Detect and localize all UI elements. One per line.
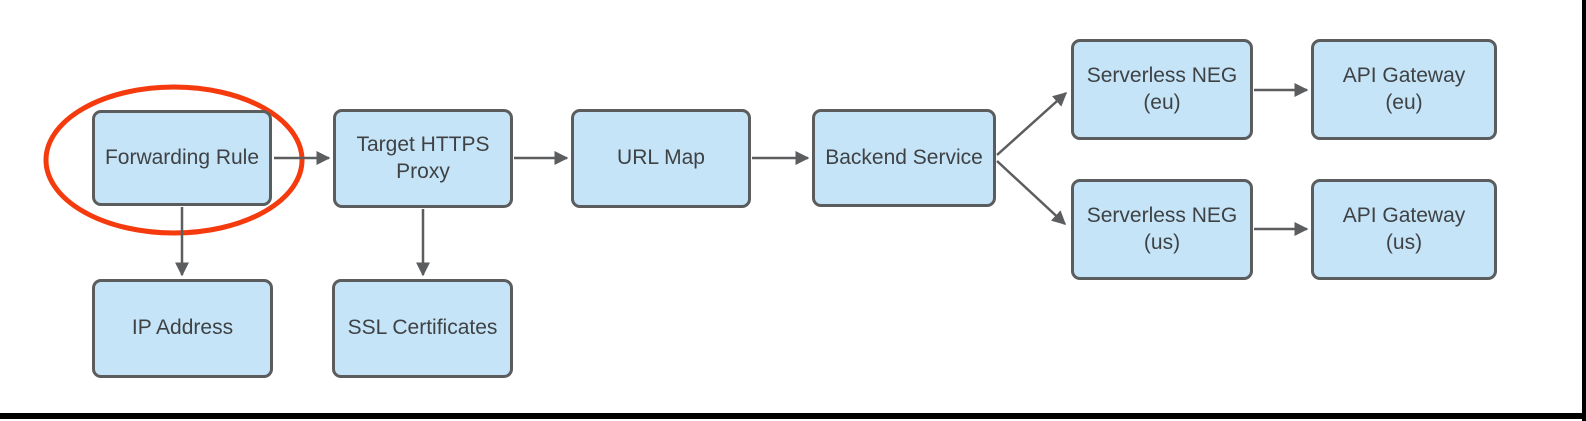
arrow-backend-service-to-serverless-neg-us xyxy=(996,160,1067,225)
node-serverless-neg-us[interactable]: Serverless NEG (us) xyxy=(1071,179,1253,280)
node-api-gateway-eu-label: API Gateway (eu) xyxy=(1342,64,1466,114)
node-target-https-proxy[interactable]: Target HTTPS Proxy xyxy=(333,109,513,208)
node-api-gateway-eu[interactable]: API Gateway (eu) xyxy=(1311,39,1497,140)
node-serverless-neg-eu-label: Serverless NEG (eu) xyxy=(1086,64,1238,114)
node-api-gateway-us-label: API Gateway (us) xyxy=(1342,204,1466,254)
node-forwarding-rule[interactable]: Forwarding Rule xyxy=(92,110,272,206)
node-api-gateway-us[interactable]: API Gateway (us) xyxy=(1311,179,1497,280)
node-url-map-label: URL Map xyxy=(617,146,705,170)
node-forwarding-rule-label: Forwarding Rule xyxy=(104,145,260,169)
arrow-backend-service-to-serverless-neg-eu xyxy=(996,92,1068,156)
node-backend-service-label: Backend Service xyxy=(825,145,983,169)
node-ip-address[interactable]: IP Address xyxy=(92,279,273,378)
node-ip-address-label: IP Address xyxy=(131,316,234,340)
node-target-https-proxy-label: Target HTTPS Proxy xyxy=(356,133,490,183)
node-url-map[interactable]: URL Map xyxy=(571,109,751,208)
node-ssl-certificates-label: SSL Certificates xyxy=(347,316,498,340)
frame-right-bar xyxy=(1582,0,1586,421)
node-ssl-certificates[interactable]: SSL Certificates xyxy=(332,279,513,378)
node-serverless-neg-us-label: Serverless NEG (us) xyxy=(1086,204,1238,254)
frame-bottom-bar xyxy=(0,413,1586,419)
node-backend-service[interactable]: Backend Service xyxy=(812,109,996,207)
node-serverless-neg-eu[interactable]: Serverless NEG (eu) xyxy=(1071,39,1253,140)
highlight-ellipse xyxy=(43,84,305,236)
